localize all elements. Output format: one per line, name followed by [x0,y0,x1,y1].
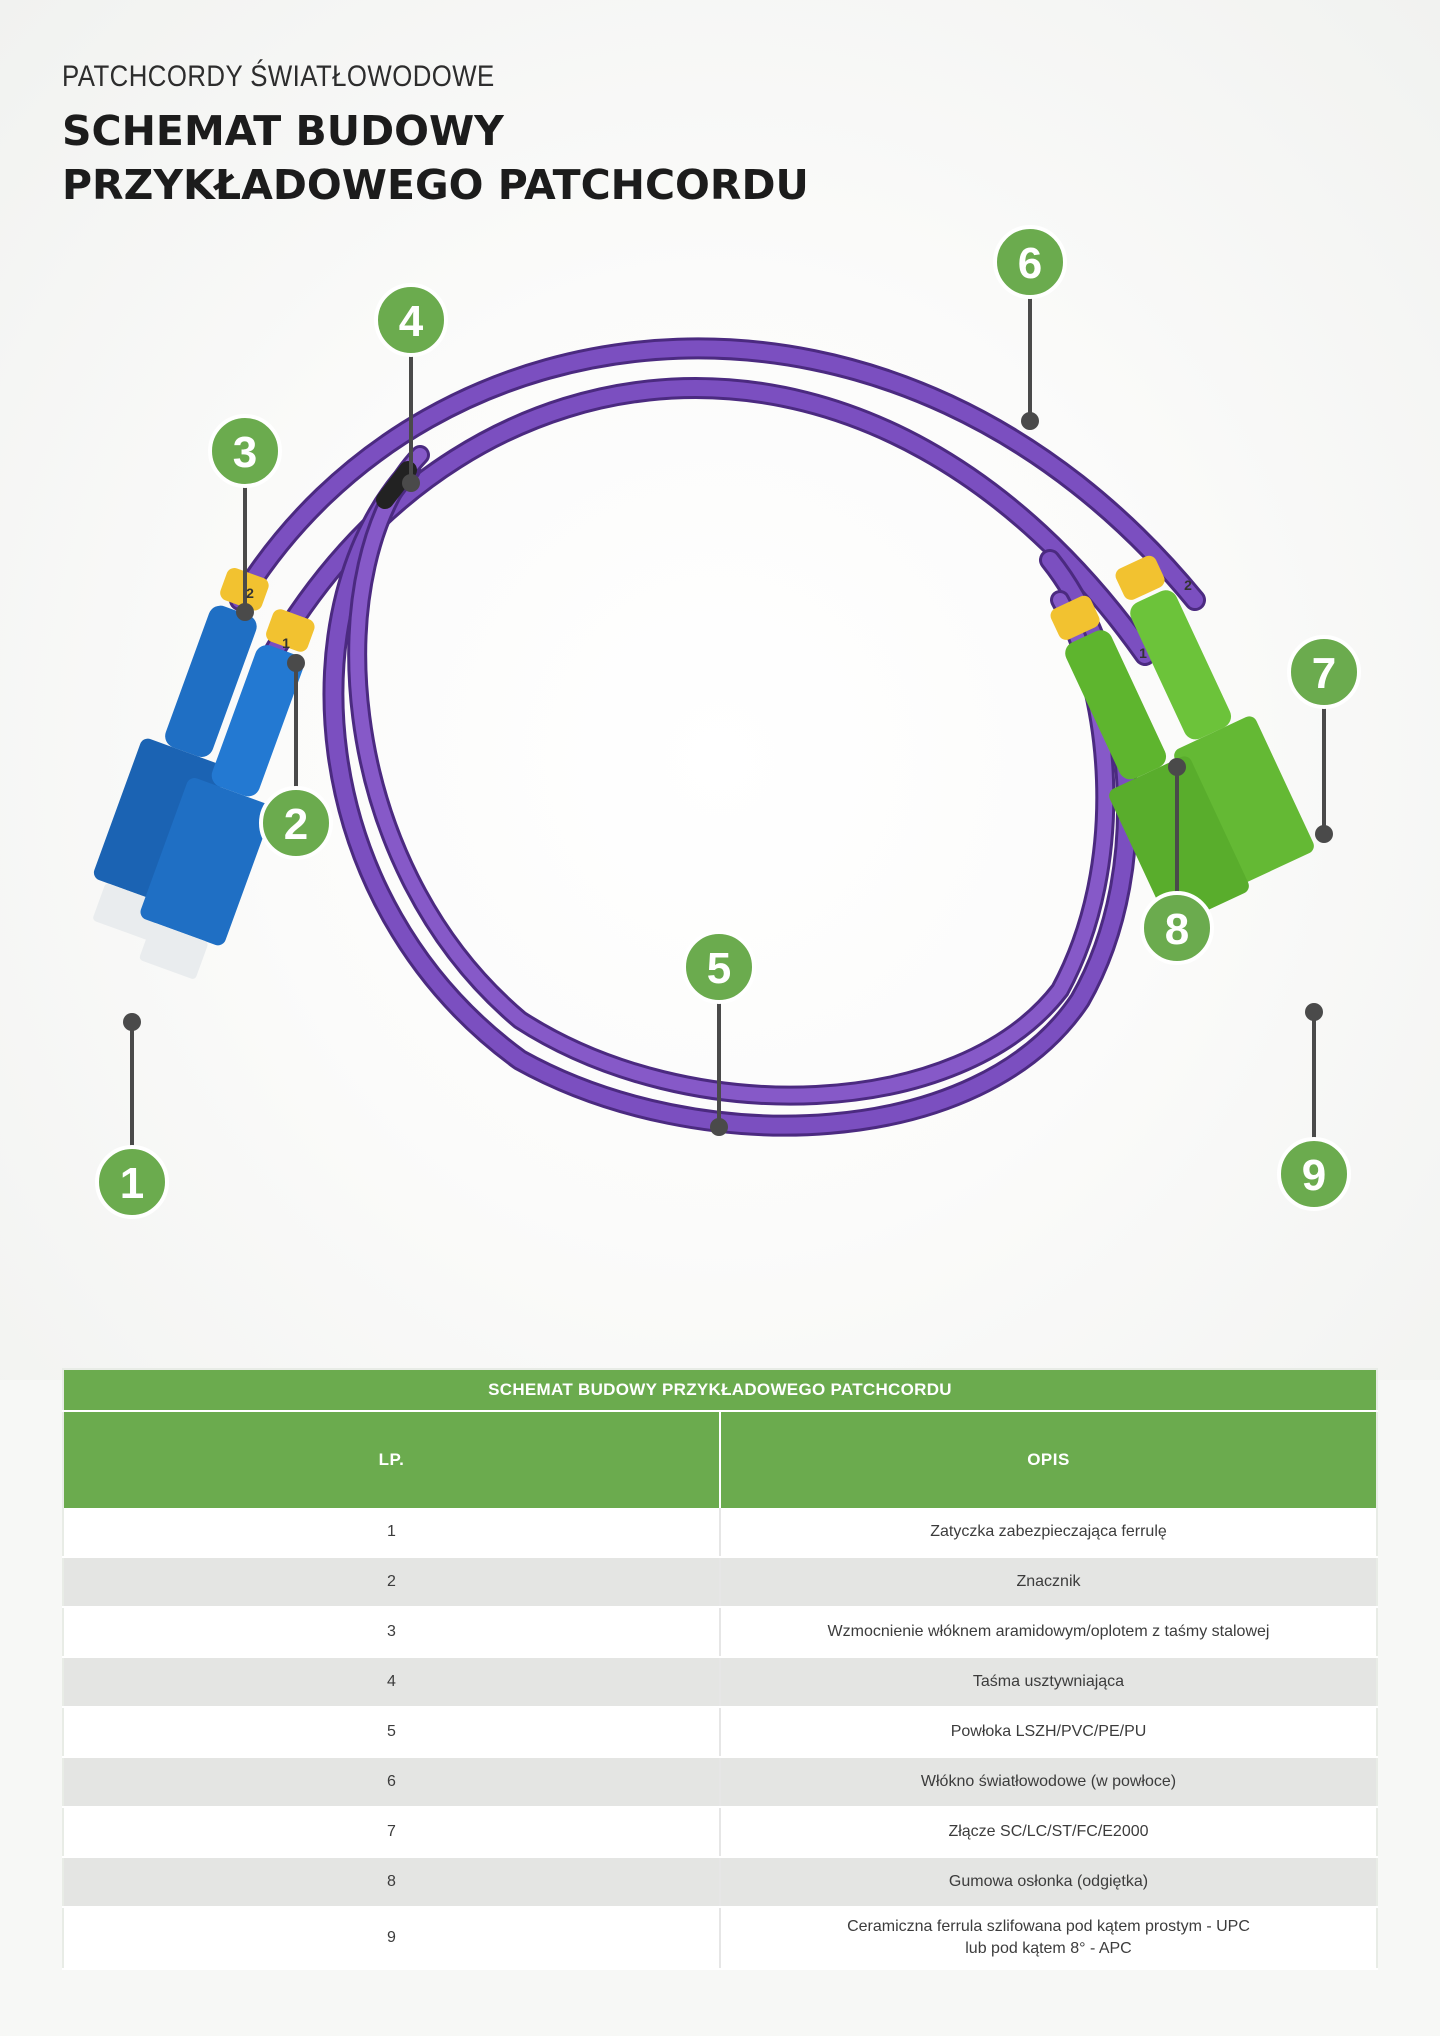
row-lp: 6 [63,1757,721,1808]
row-lp: 7 [63,1807,721,1858]
table-caption: SCHEMAT BUDOWY PRZYKŁADOWEGO PATCHCORDU [63,1369,1377,1412]
svg-text:4: 4 [399,297,424,346]
table-row: 1 Zatyczka zabezpieczająca ferrulę [63,1508,1377,1558]
row-lp: 2 [63,1557,721,1608]
row-opis: Znacznik [720,1557,1377,1608]
svg-text:2: 2 [246,585,254,601]
table-row: 6 Włókno światłowodowe (w powłoce) [63,1757,1377,1808]
svg-text:5: 5 [707,944,731,993]
column-header-opis: OPIS [720,1411,1377,1508]
marker-4: 4 [374,283,448,357]
structure-table: SCHEMAT BUDOWY PRZYKŁADOWEGO PATCHCORDU … [62,1368,1378,1970]
table-row: 8 Gumowa osłonka (odgiętka) [63,1857,1377,1908]
row-lp: 1 [63,1508,721,1558]
row-opis: Włókno światłowodowe (w powłoce) [720,1757,1377,1808]
row-lp: 9 [63,1907,721,1970]
row-opis: Gumowa osłonka (odgiętka) [720,1857,1377,1908]
marker-3: 3 [208,414,282,488]
svg-text:3: 3 [233,428,257,477]
column-header-lp: LP. [63,1411,721,1508]
row-opis: Zatyczka zabezpieczająca ferrulę [720,1508,1377,1558]
svg-text:1: 1 [282,635,290,651]
svg-text:1: 1 [1139,645,1147,661]
svg-text:2: 2 [1184,577,1192,593]
svg-text:7: 7 [1312,649,1336,698]
title-line-1: SCHEMAT BUDOWY [62,107,504,155]
ring-labels: 2 1 1 2 [246,577,1192,661]
svg-text:9: 9 [1302,1151,1326,1200]
row-lp: 3 [63,1607,721,1658]
marker-6: 6 [993,225,1067,299]
svg-text:6: 6 [1018,239,1042,288]
svg-text:2: 2 [284,800,308,849]
row-opis: Powłoka LSZH/PVC/PE/PU [720,1707,1377,1758]
marker-5: 5 [682,930,756,1004]
table-row: 4 Taśma usztywniająca [63,1657,1377,1708]
page-title: SCHEMAT BUDOWY PRZYKŁADOWEGO PATCHCORDU [62,104,809,212]
row-lp: 4 [63,1657,721,1708]
table-row: 7 Złącze SC/LC/ST/FC/E2000 [63,1807,1377,1858]
marker-9: 9 [1277,1137,1351,1211]
cable-jacket [229,337,1206,1137]
table-row: 3 Wzmocnienie włóknem aramidowym/oplotem… [63,1607,1377,1658]
table-row: 9 Ceramiczna ferrula szlifowana pod kąte… [63,1907,1377,1970]
row-opis: Wzmocnienie włóknem aramidowym/oplotem z… [720,1607,1377,1658]
left-connector-pair [93,567,315,979]
row-opis: Ceramiczna ferrula szlifowana pod kątem … [720,1907,1377,1970]
marker-8: 8 [1140,891,1214,965]
leader-dots [123,412,1333,1136]
marker-2: 2 [259,786,333,860]
row-opis: Złącze SC/LC/ST/FC/E2000 [720,1807,1377,1858]
section-kicker: PATCHCORDY ŚWIATŁOWODOWE [62,60,495,93]
right-connector-pair [1050,555,1314,926]
title-line-2: PRZYKŁADOWEGO PATCHCORDU [62,161,809,209]
svg-text:8: 8 [1165,905,1189,954]
patchcord-diagram: 1 2 3 4 5 6 7 8 9 2 1 1 2 [93,225,1361,1219]
marker-7: 7 [1287,635,1361,709]
leader-lines [130,298,1326,1147]
svg-text:1: 1 [120,1159,144,1208]
row-opis-line-2: lub pod kątem 8° - APC [965,1940,1132,1957]
row-lp: 8 [63,1857,721,1908]
row-lp: 5 [63,1707,721,1758]
table-row: 2 Znacznik [63,1557,1377,1608]
row-opis: Taśma usztywniająca [720,1657,1377,1708]
marker-1: 1 [95,1145,169,1219]
row-opis-line-1: Ceramiczna ferrula szlifowana pod kątem … [847,1918,1250,1935]
table-row: 5 Powłoka LSZH/PVC/PE/PU [63,1707,1377,1758]
